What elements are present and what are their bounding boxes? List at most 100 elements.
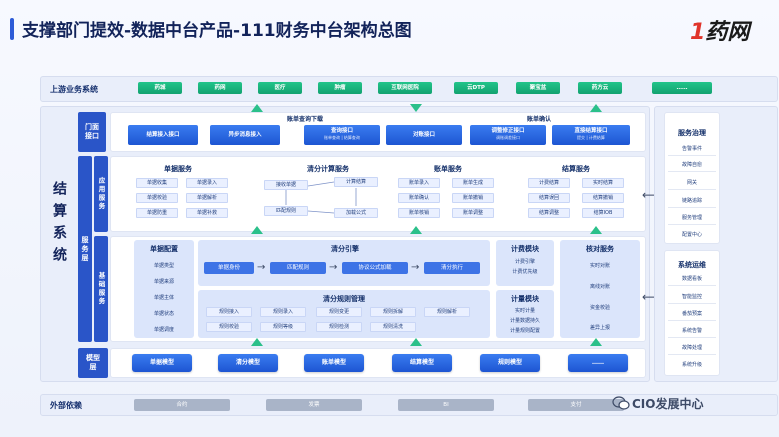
engine-step[interactable]: 单据身份	[204, 262, 254, 274]
external-item[interactable]: 合约	[134, 399, 230, 411]
settle-service-item[interactable]: 实时结算	[582, 178, 624, 188]
model-button[interactable]: 单据模型	[132, 354, 192, 372]
upstream-item[interactable]: ……	[652, 82, 712, 94]
ops-item[interactable]: 数据看板	[668, 272, 716, 286]
bill-service-item[interactable]: 单据收集	[136, 178, 178, 188]
upstream-item[interactable]: 聚宝盆	[516, 82, 560, 94]
bill-service-item[interactable]: 单据录入	[186, 178, 228, 188]
account-service-item[interactable]: 账单核销	[398, 208, 440, 218]
model-button[interactable]: ……	[568, 354, 628, 372]
settle-service-item[interactable]: 计费结算	[528, 178, 570, 188]
settle-service-item[interactable]: 结算误回	[528, 193, 570, 203]
portal-interface-button[interactable]: 异步消息接入	[210, 125, 280, 145]
bill-config-item: 单据状态	[153, 311, 174, 317]
bill-config-panel	[134, 240, 194, 338]
upstream-item[interactable]: 医疗	[258, 82, 302, 94]
settle-service-item[interactable]: 结算调整	[528, 208, 570, 218]
external-item[interactable]: 支付	[528, 399, 624, 411]
flow-arrow-icon: →	[257, 262, 266, 273]
rules-item[interactable]: 规则接入	[206, 307, 252, 317]
upstream-item[interactable]: 肿瘤	[318, 82, 362, 94]
flow-arrow-icon: →	[329, 262, 338, 273]
account-service-item[interactable]: 账单调整	[452, 208, 494, 218]
rules-item[interactable]: 规则清洗	[370, 322, 416, 332]
upstream-item[interactable]: 药方云	[578, 82, 622, 94]
rules-item[interactable]: 规则解析	[424, 307, 470, 317]
ops-item[interactable]: 系统告警	[668, 324, 716, 338]
account-service-item[interactable]: 账单撤销	[452, 193, 494, 203]
up-arrow-icon	[590, 226, 602, 234]
rules-item[interactable]: 规则校验	[206, 322, 252, 332]
model-button[interactable]: 账单模型	[304, 354, 364, 372]
portal-button-label: 结算接入接口	[146, 132, 180, 138]
bill-config-title: 单据配置	[150, 245, 178, 253]
settlement-system-label: 结算系统	[51, 181, 67, 269]
portal-interface-button[interactable]: 调整修正接口调账调差接口	[470, 125, 546, 145]
page-title: 支撑部门提效-数据中台产品-111财务中台架构总图	[22, 21, 412, 41]
model-button[interactable]: 结算模型	[392, 354, 452, 372]
portal-interface-button[interactable]: 查询接口账单查询 | 结算查询	[304, 125, 380, 145]
calc-service-item[interactable]: 计算结算	[334, 177, 378, 187]
portal-button-sub: 提交 | 计费结算	[577, 135, 605, 140]
rules-item[interactable]: 规则等级	[260, 322, 306, 332]
up-arrow-icon	[590, 338, 602, 346]
calc-service-item[interactable]: 接收单据	[264, 180, 308, 190]
bill-service-item[interactable]: 单据补救	[186, 208, 228, 218]
account-service-item[interactable]: 账单生成	[452, 178, 494, 188]
governance-item[interactable]: 故障自愈	[668, 158, 716, 172]
settle-service-title: 结算服务	[562, 165, 590, 173]
portal-top-label: 账单确认	[526, 116, 551, 123]
reconcile-service-item: 离线对账	[589, 284, 610, 290]
calc-service-item[interactable]: 匹配规则	[264, 206, 308, 216]
portal-button-label: 查询接口	[330, 128, 353, 134]
engine-step[interactable]: 清分执行	[424, 262, 480, 274]
model-button[interactable]: 规则模型	[480, 354, 540, 372]
up-arrow-icon	[590, 104, 602, 112]
governance-item[interactable]: 配置中心	[681, 232, 702, 238]
portal-button-label: 异步消息接入	[228, 132, 262, 138]
ops-item[interactable]: 故障处理	[668, 341, 716, 355]
upstream-item[interactable]: 云DTP	[454, 82, 498, 94]
engine-step[interactable]: 协议公式加载	[342, 262, 408, 274]
account-service-title: 账单服务	[434, 165, 462, 173]
rules-item[interactable]: 规则录入	[260, 307, 306, 317]
upstream-item[interactable]: 互联网医院	[378, 82, 432, 94]
portal-interface-button[interactable]: 对账接口	[386, 125, 462, 145]
upstream-item[interactable]: 药网	[198, 82, 242, 94]
app-service-label: 应用服务	[94, 156, 108, 232]
billing-module-title: 计费模块	[511, 245, 539, 253]
calc-service-item[interactable]: 加载公式	[334, 208, 378, 218]
billing-module-item: 计费引擎	[514, 259, 535, 265]
up-arrow-icon	[410, 226, 422, 234]
rules-item[interactable]: 规则检测	[316, 322, 362, 332]
calc-cycle-connectors	[285, 181, 357, 214]
engine-step[interactable]: 匹配规则	[270, 262, 326, 274]
upstream-item[interactable]: 药城	[138, 82, 182, 94]
bill-config-item: 单据主体	[153, 295, 174, 301]
governance-item[interactable]: 告警事件	[668, 142, 716, 156]
bill-service-item[interactable]: 单据校验	[136, 193, 178, 203]
governance-item[interactable]: 网关	[668, 176, 716, 190]
settle-service-item[interactable]: 结算撤销	[582, 193, 624, 203]
wechat-icon	[612, 396, 630, 410]
ops-item[interactable]: 智能监控	[668, 290, 716, 304]
calc-service-title: 清分计算服务	[307, 165, 349, 173]
bill-service-item[interactable]: 单据防重	[136, 208, 178, 218]
portal-interface-button[interactable]: 直接结算接口提交 | 计费结算	[552, 125, 630, 145]
rules-item[interactable]: 规则拆解	[370, 307, 416, 317]
portal-interface-button[interactable]: 结算接入接口	[128, 125, 198, 145]
external-item[interactable]: 发票	[266, 399, 362, 411]
rules-item[interactable]: 规则变更	[316, 307, 362, 317]
governance-item[interactable]: 服务管理	[668, 211, 716, 225]
bill-service-item[interactable]: 单据解析	[186, 193, 228, 203]
external-item[interactable]: BI	[398, 399, 494, 411]
ops-item[interactable]: 系统升级	[681, 362, 702, 368]
governance-item[interactable]: 链路追踪	[668, 194, 716, 208]
model-button[interactable]: 清分模型	[218, 354, 278, 372]
ops-item[interactable]: 番茄预案	[668, 307, 716, 321]
up-arrow-icon	[251, 104, 263, 112]
base-service-label: 基础服务	[94, 236, 108, 342]
settle-service-item[interactable]: 结算IOB	[582, 208, 624, 218]
account-service-item[interactable]: 账单录入	[398, 178, 440, 188]
account-service-item[interactable]: 账单确认	[398, 193, 440, 203]
